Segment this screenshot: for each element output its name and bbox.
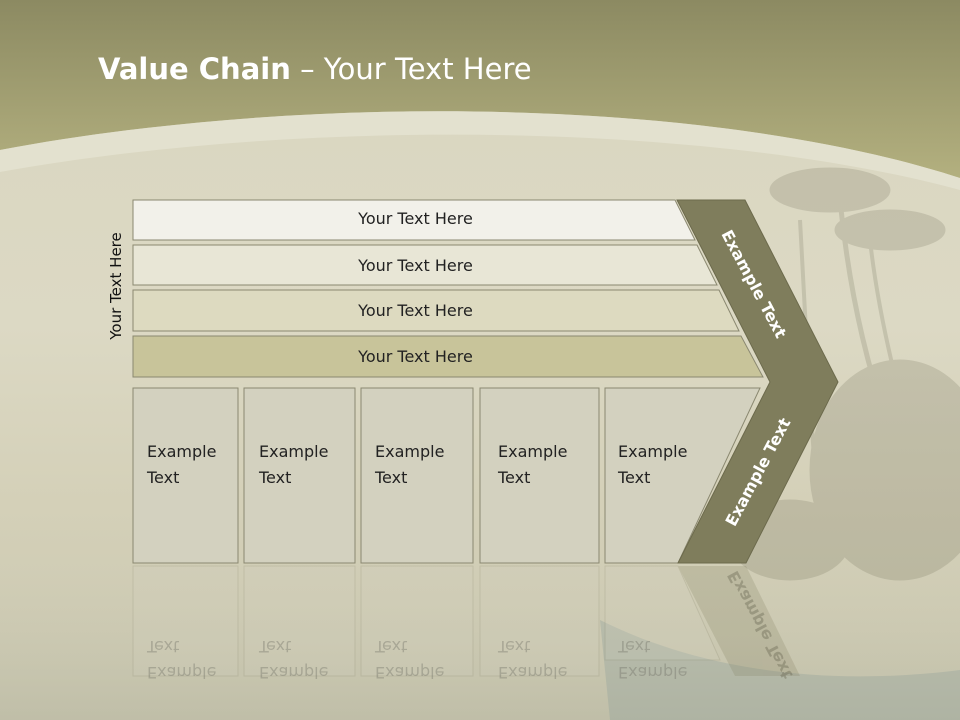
- column-label-4-reflection: Example Text: [498, 633, 598, 685]
- column-label-3-reflection: Example Text: [375, 633, 475, 685]
- column-label-5-line1: Example: [618, 442, 688, 461]
- vertical-side-label: Your Text Here: [107, 232, 125, 340]
- column-label-4-line1: Example: [498, 442, 568, 461]
- column-label-4-line2: Text: [498, 468, 531, 487]
- reflection-4-line2: Text: [498, 637, 531, 656]
- row-shape-3: [132, 289, 740, 332]
- column-label-3-line2: Text: [375, 468, 408, 487]
- palm-trees-image: [729, 167, 960, 581]
- reflection-3-line2: Text: [375, 637, 408, 656]
- header-band: [0, 0, 960, 178]
- column-label-2-reflection: Example Text: [259, 633, 359, 685]
- row-label-4: Your Text Here: [358, 347, 473, 366]
- value-chain-chevron: [676, 199, 839, 564]
- reflection-2-line2: Text: [259, 637, 292, 656]
- column-label-2-line2: Text: [259, 468, 292, 487]
- column-label-2-line1: Example: [259, 442, 329, 461]
- column-shape-4: [479, 387, 600, 564]
- title-regular-part: – Your Text Here: [290, 52, 532, 86]
- column-shape-3: [360, 387, 474, 564]
- column-label-1-line1: Example: [147, 442, 217, 461]
- title-bold-part: Value Chain: [98, 52, 291, 86]
- row-label-1: Your Text Here: [358, 209, 473, 228]
- column-label-1-line2: Text: [147, 468, 180, 487]
- column-label-5-reflection: Example Text: [618, 633, 718, 685]
- row-label-2: Your Text Here: [358, 256, 473, 275]
- reflection-5-line1: Example: [618, 663, 688, 682]
- column-reflections: [132, 565, 800, 677]
- column-label-5-line2: Text: [618, 468, 651, 487]
- boat-image: [600, 620, 960, 720]
- row-shape-2: [132, 244, 718, 286]
- reflection-1-line2: Text: [147, 637, 180, 656]
- reflection-3-line1: Example: [375, 663, 445, 682]
- reflection-4-line1: Example: [498, 663, 568, 682]
- reflection-2-line1: Example: [259, 663, 329, 682]
- reflection-5-line2: Text: [618, 637, 651, 656]
- column-shape-1: [132, 387, 239, 564]
- column-label-1-reflection: Example Text: [147, 633, 247, 685]
- slide-title: Value Chain – Your Text Here: [98, 52, 532, 86]
- header-swoosh: [0, 111, 960, 190]
- column-label-3-line1: Example: [375, 442, 445, 461]
- row-shape-4: [132, 335, 764, 378]
- row-shape-1: [132, 199, 696, 241]
- reflection-1-line1: Example: [147, 663, 217, 682]
- row-label-3: Your Text Here: [358, 301, 473, 320]
- column-shape-2: [243, 387, 356, 564]
